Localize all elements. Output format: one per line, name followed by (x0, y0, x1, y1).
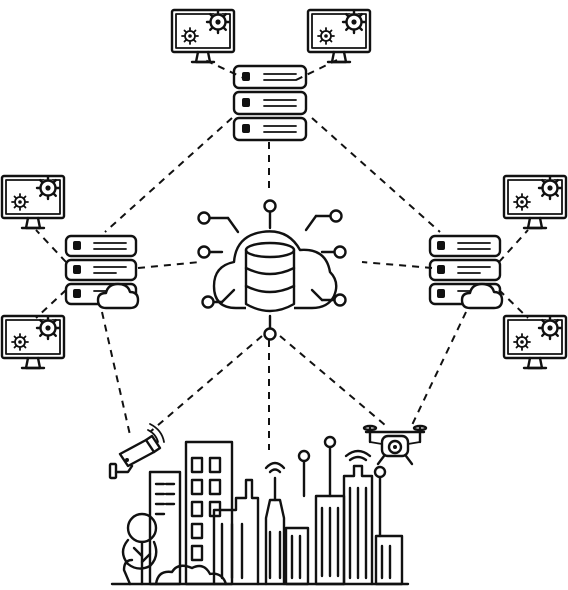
monitor-gear-icon (0, 174, 66, 230)
monitor-gear-icon (0, 314, 66, 370)
server-cloud-icon (428, 234, 504, 310)
monitor-gear-icon (306, 8, 372, 64)
monitor-left-lower (0, 314, 66, 370)
monitor-gear-icon (170, 8, 236, 64)
drone-icon (362, 424, 428, 466)
drone (362, 424, 428, 466)
monitor-gear-icon (502, 314, 568, 370)
monitor-right-lower (502, 314, 568, 370)
server-cloud-icon (64, 234, 140, 310)
server-rack-icon (232, 64, 308, 142)
monitor-gear-icon (502, 174, 568, 230)
monitor-left-upper (0, 174, 66, 230)
central-cloud-database (197, 199, 347, 341)
smart-city-skyline-icon (110, 435, 410, 586)
server-left (64, 234, 140, 310)
monitor-top-left (170, 8, 236, 64)
monitor-right-upper (502, 174, 568, 230)
monitor-top-right (306, 8, 372, 64)
connection-lines (35, 59, 529, 450)
server-top (232, 64, 308, 142)
security-camera (108, 423, 165, 480)
smart-city (110, 435, 410, 586)
security-camera-icon (108, 423, 165, 480)
server-right (428, 234, 504, 310)
cloud-database-icon (197, 199, 347, 341)
